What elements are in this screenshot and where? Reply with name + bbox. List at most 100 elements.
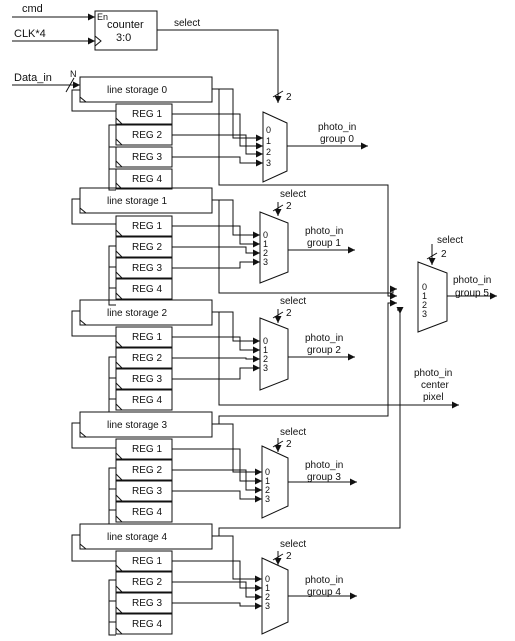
- reg-box: [115, 168, 173, 190]
- clk-label: CLK*4: [14, 28, 46, 40]
- mux-input-label: 1: [422, 291, 427, 301]
- top-select-bus-width: 2: [286, 92, 292, 103]
- select-label: select: [280, 539, 306, 550]
- mux-input-label: 1: [265, 476, 270, 486]
- line-storage-label: line storage 1: [107, 196, 167, 207]
- output-label: group 2: [307, 345, 341, 356]
- select-bus-width: 2: [286, 551, 292, 562]
- center-label: center: [421, 380, 449, 391]
- row-2: line storage 2 REG 1 REG 2 REG 3 REG 4 0…: [71, 296, 459, 413]
- select-label: select: [280, 427, 306, 438]
- data-in-label: Data_in: [14, 72, 52, 84]
- reg-label: REG 3: [132, 263, 162, 274]
- output-label: photo_in: [305, 226, 343, 237]
- top-select-label: select: [174, 18, 200, 29]
- group5-mux-section: 0 1 2 3 select 2 photo_in group 5: [417, 235, 497, 333]
- mux-input-label: 2: [422, 300, 427, 310]
- center-label: photo_in: [414, 368, 452, 379]
- mux-input-label: 0: [265, 467, 270, 477]
- reg-label: REG 1: [132, 332, 162, 343]
- reg-label: REG 1: [132, 221, 162, 232]
- reg-label: REG 4: [132, 507, 162, 518]
- reg-label: REG 2: [132, 130, 162, 141]
- reg-label: REG 3: [132, 152, 162, 163]
- row-4: line storage 4 REG 1 REG 2 REG 3 REG 4 0…: [71, 307, 404, 636]
- mux-shape: [259, 317, 289, 391]
- mux-input-label: 3: [422, 309, 427, 319]
- mux-shape: [259, 211, 289, 284]
- mux-input-label: 0: [263, 230, 268, 240]
- center-pixel-output: photo_in center pixel: [414, 368, 452, 403]
- mux-input-label: 1: [263, 345, 268, 355]
- data-in-bus-width: N: [70, 69, 77, 79]
- reg-label: REG 2: [132, 577, 162, 588]
- reg-label: REG 2: [132, 465, 162, 476]
- select-bus-width: 2: [286, 201, 292, 212]
- mux-input-label: 3: [263, 363, 268, 373]
- mux-input-label: 2: [263, 248, 268, 258]
- select-bus-width: 2: [286, 308, 292, 319]
- row-3: line storage 3 REG 1 REG 2 REG 3 REG 4 0…: [71, 299, 397, 525]
- output-label: group 4: [307, 587, 341, 598]
- mux-input-label: 2: [265, 485, 270, 495]
- select-bus-width: 2: [286, 439, 292, 450]
- mux-input-label: 3: [265, 494, 270, 504]
- counter-section: [12, 10, 284, 103]
- mux-input-label: 0: [266, 125, 271, 135]
- output-label: photo_in: [453, 275, 491, 286]
- output-label: group 3: [307, 472, 341, 483]
- mux-input-label: 2: [266, 147, 271, 157]
- reg-label: REG 2: [132, 353, 162, 364]
- reg-label: REG 4: [132, 174, 162, 185]
- line-storage-label: line storage 2: [107, 308, 167, 319]
- mux-input-label: 1: [266, 136, 271, 146]
- mux-input-label: 3: [266, 158, 271, 168]
- reg-label: REG 3: [132, 374, 162, 385]
- mux-input-label: 2: [265, 592, 270, 602]
- mux-input-label: 0: [263, 336, 268, 346]
- mux-shape: [261, 445, 289, 519]
- cmd-label: cmd: [22, 3, 43, 15]
- reg-label: REG 1: [132, 109, 162, 120]
- mux-input-label: 2: [263, 354, 268, 364]
- reg-label: REG 1: [132, 444, 162, 455]
- reg-box: [115, 501, 173, 523]
- reg-label: REG 4: [132, 619, 162, 630]
- row-0: line storage 0 REG 1 REG 2 REG 3 REG 4 0…: [71, 76, 397, 300]
- reg-box: [115, 613, 173, 635]
- line-storage-label: line storage 0: [107, 85, 167, 96]
- reg-label: REG 4: [132, 284, 162, 295]
- select-label: select: [437, 235, 463, 246]
- mux-input-label: 3: [265, 601, 270, 611]
- counter-range: 3:0: [116, 32, 131, 44]
- row-1: line storage 1 REG 1 REG 2 REG 3 REG 4 0…: [71, 187, 397, 306]
- counter-en-label: En: [97, 12, 108, 22]
- counter-name: counter: [107, 19, 144, 31]
- reg-box: [115, 278, 173, 300]
- output-label: photo_in: [305, 575, 343, 586]
- reg-label: REG 3: [132, 598, 162, 609]
- center-label: pixel: [423, 392, 444, 403]
- output-label: photo_in: [305, 333, 343, 344]
- output-label: group 5: [455, 288, 489, 299]
- reg-label: REG 2: [132, 242, 162, 253]
- line-storage-label: line storage 3: [107, 420, 167, 431]
- reg-label: REG 3: [132, 486, 162, 497]
- line-storage-label: line storage 4: [107, 532, 167, 543]
- mux-shape: [261, 557, 289, 635]
- reg-box: [115, 389, 173, 411]
- mux-input-label: 0: [265, 574, 270, 584]
- select-bus-width: 2: [441, 249, 447, 260]
- mux-input-label: 3: [263, 257, 268, 267]
- output-label: group 0: [320, 134, 354, 145]
- mux-input-label: 0: [422, 282, 427, 292]
- mux-input-label: 1: [265, 583, 270, 593]
- mux-input-label: 1: [263, 239, 268, 249]
- mux-shape: [262, 111, 288, 183]
- select-label: select: [280, 189, 306, 200]
- reg-label: REG 4: [132, 395, 162, 406]
- reg-label: REG 1: [132, 556, 162, 567]
- mux-shape: [417, 261, 448, 333]
- output-label: photo_in: [318, 122, 356, 133]
